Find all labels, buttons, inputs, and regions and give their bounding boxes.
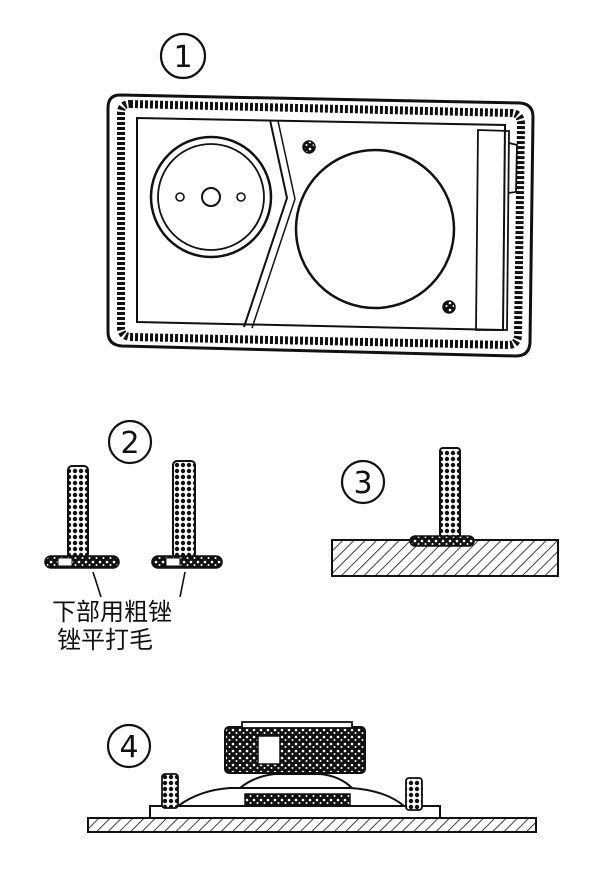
svg-text:1: 1 (173, 40, 192, 75)
panel-number-4: 4 (106, 723, 152, 769)
svg-text:2: 2 (120, 426, 139, 461)
meter-housing-drawing (106, 93, 535, 358)
leader-line-left (92, 571, 102, 598)
svg-text:4: 4 (119, 730, 138, 765)
panel-number-3: 3 (340, 459, 386, 505)
panel-number-2: 2 (107, 419, 153, 465)
bolt-on-plate (331, 447, 559, 577)
svg-text:3: 3 (353, 466, 372, 501)
mounted-assembly (87, 721, 537, 833)
left-bolt (44, 465, 120, 569)
panel-1: 1 (106, 32, 535, 358)
right-bolt (151, 460, 223, 569)
panel-3: 3 (331, 447, 559, 577)
panel-number-1: 1 (159, 32, 207, 80)
caption-line-2: 锉平打毛 (57, 626, 153, 654)
panel-2: 2 下部用粗锉 锉平打毛 (44, 419, 223, 654)
panel-4: 4 (87, 721, 537, 833)
leader-line-right (179, 571, 186, 598)
caption-line-1: 下部用粗锉 (52, 598, 172, 626)
